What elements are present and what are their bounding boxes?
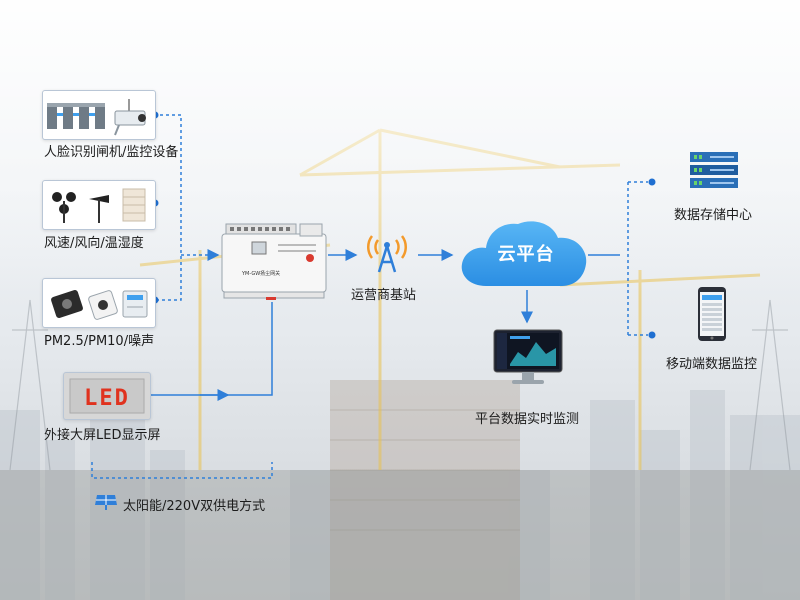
tower-label: 运营商基站	[351, 288, 417, 303]
face-label: 人脸识别闸机/监控设备	[44, 145, 179, 160]
datacenter-label: 数据存储中心	[674, 208, 753, 223]
dot-datacenter	[648, 178, 656, 186]
pm-label: PM2.5/PM10/噪声	[44, 334, 155, 349]
led-text: LED	[84, 386, 130, 411]
cloud-label: 云平台	[497, 244, 555, 265]
led-screen-box: LED	[63, 372, 151, 420]
anemometer-icon	[52, 188, 146, 223]
solar-line	[91, 462, 273, 479]
wind-label: 风速/风向/温湿度	[44, 236, 144, 251]
sensor-bracket-line	[154, 114, 182, 301]
turnstile-camera-icon	[47, 99, 146, 136]
cloud-icon	[461, 221, 587, 286]
gateway-device: YM-GW扬尘网关	[220, 220, 328, 300]
mobile-label: 移动端数据监控	[666, 357, 758, 372]
monitor-label: 平台数据实时监测	[475, 412, 580, 427]
solar-label: 太阳能/220V双供电方式	[123, 499, 266, 514]
pm-sensor-icon	[51, 289, 148, 320]
cell-tower-icon	[367, 235, 407, 273]
monitor-icon	[493, 329, 563, 384]
wind-sensor-box	[42, 180, 156, 230]
led-label: 外接大屏LED显示屏	[44, 428, 161, 443]
led-to-gateway-line	[148, 302, 273, 396]
solar-panel-icon	[95, 495, 117, 510]
led-screen-icon: LED	[69, 378, 145, 414]
face-recognition-box	[42, 90, 156, 140]
pm-sensor-box	[42, 278, 156, 328]
gateway-model-text: YM-GW扬尘网关	[242, 271, 281, 277]
mobile-phone-icon	[698, 287, 726, 341]
dot-mobile	[648, 331, 656, 339]
server-rack-icon	[690, 152, 738, 188]
gateway-icon	[221, 223, 327, 300]
right-bracket-line	[627, 181, 648, 336]
